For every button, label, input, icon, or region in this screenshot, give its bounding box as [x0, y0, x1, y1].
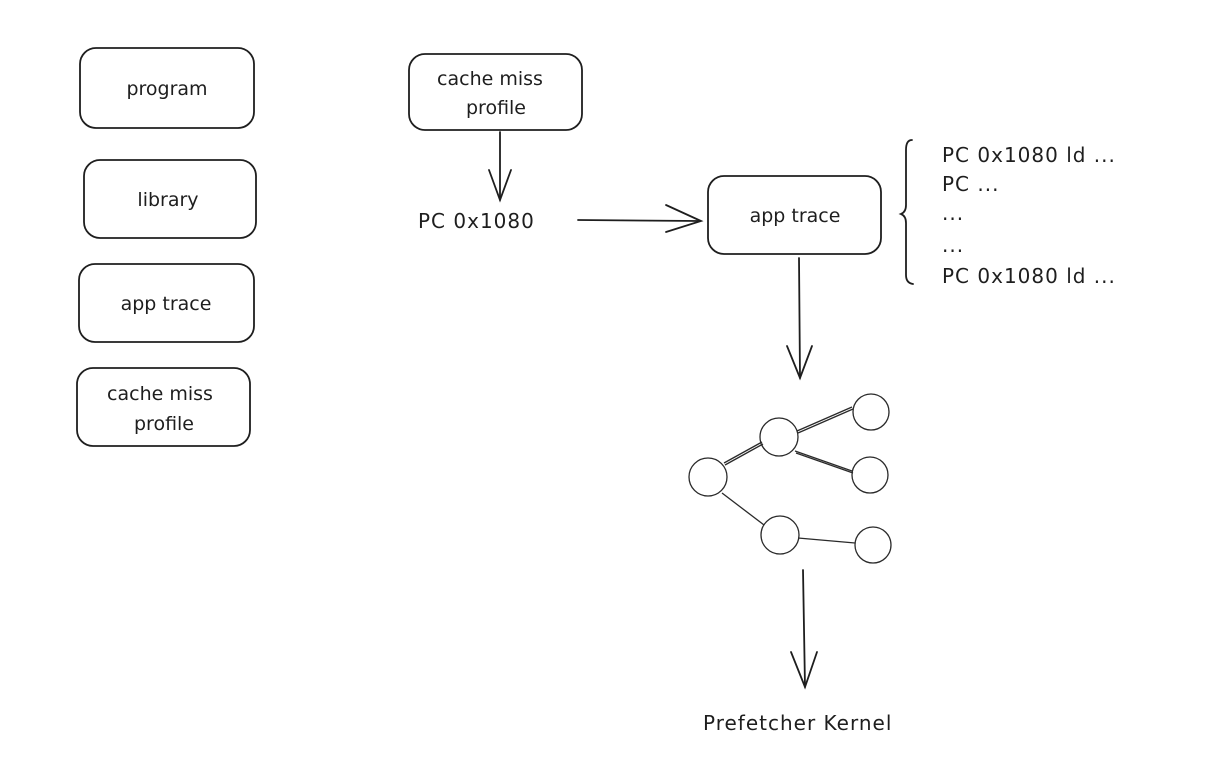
graph-node-root	[688, 457, 728, 497]
graph	[688, 393, 892, 564]
graph-edge	[723, 441, 763, 464]
legend-box-library[interactable]: library	[83, 159, 257, 239]
trace-listing: PC 0x1080 ld ... PC ... ... ... PC 0x108…	[942, 143, 1116, 288]
trace-line: ...	[942, 201, 964, 225]
legend-box-program-label: program	[126, 78, 207, 100]
arrow-graph-to-kernel	[790, 569, 818, 690]
graph-edge	[794, 450, 853, 472]
legend-box-cache-miss-profile-line2: profile	[134, 413, 194, 435]
legend-box-app-trace[interactable]: app trace	[78, 263, 255, 343]
trace-line: PC ...	[942, 172, 999, 196]
legend-box-program[interactable]: program	[79, 47, 255, 129]
graph-edge	[796, 406, 853, 432]
curly-brace-icon	[898, 139, 914, 285]
graph-edge	[724, 443, 764, 466]
trace-line: PC 0x1080 ld ...	[942, 264, 1116, 288]
profile-box-line2: profile	[466, 97, 526, 119]
graph-node-mid-bottom	[760, 515, 800, 555]
graph-edge	[795, 452, 854, 474]
profile-box[interactable]: cache miss profile	[408, 53, 583, 131]
trace-box-label: app trace	[750, 205, 841, 227]
graph-edge	[797, 537, 856, 544]
trace-box[interactable]: app trace	[707, 175, 882, 255]
legend-box-cache-miss-profile-line1: cache miss	[107, 383, 213, 405]
pc-label: PC 0x1080	[418, 209, 535, 233]
arrow-profile-to-pc	[488, 131, 512, 203]
graph-edge	[721, 492, 765, 526]
legend-box-library-label: library	[137, 189, 198, 211]
graph-edge	[797, 408, 854, 434]
graph-node-leaf-2	[851, 456, 889, 494]
graph-node-mid-top	[759, 417, 799, 457]
profile-box-line1: cache miss	[437, 68, 543, 90]
graph-node-leaf-1	[852, 393, 890, 431]
legend-box-app-trace-label: app trace	[121, 293, 212, 315]
trace-line: PC 0x1080 ld ...	[942, 143, 1116, 167]
prefetcher-kernel-label: Prefetcher Kernel	[703, 711, 892, 735]
trace-line: ...	[942, 233, 964, 257]
legend-box-cache-miss-profile[interactable]: cache miss profile	[76, 367, 251, 447]
graph-node-leaf-3	[854, 526, 892, 564]
arrow-pc-to-trace	[577, 204, 704, 233]
arrow-trace-to-graph	[786, 257, 813, 381]
